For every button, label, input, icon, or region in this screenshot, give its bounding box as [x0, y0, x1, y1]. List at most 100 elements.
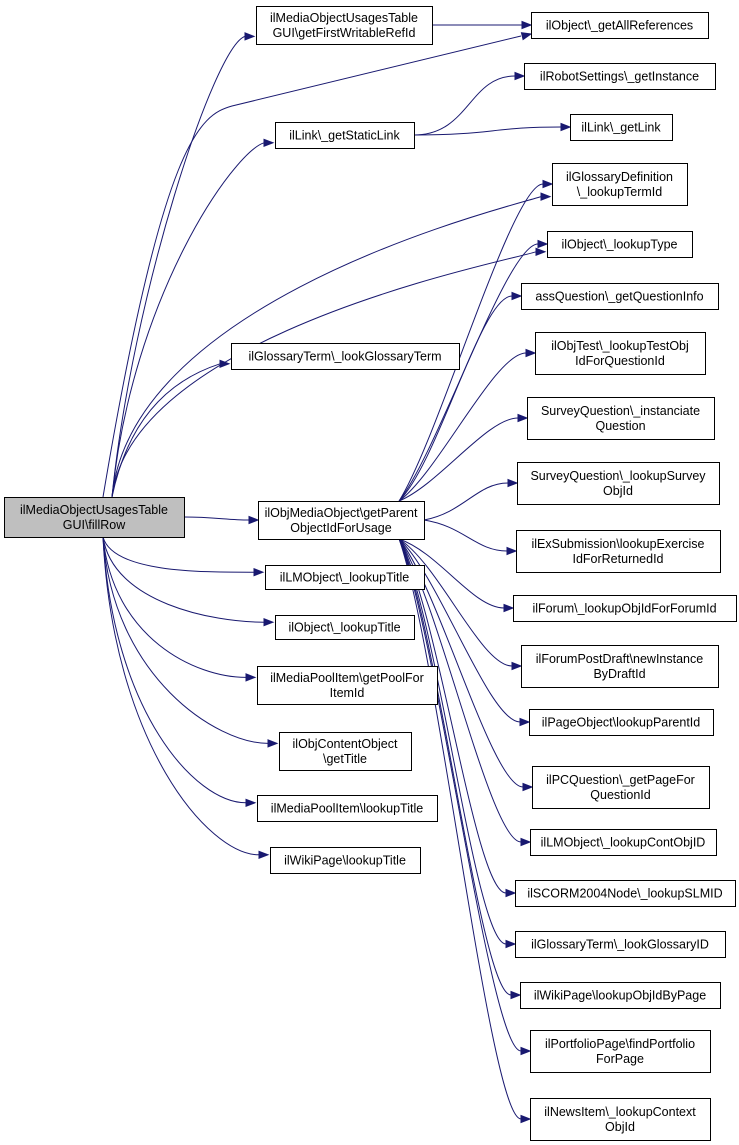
node-forum[interactable]: ilForum\_lookupObjIdForForumId [513, 595, 737, 622]
node-label: ByDraftId [593, 667, 645, 681]
edge-arrowhead [520, 837, 532, 847]
node-box[interactable] [524, 63, 716, 90]
node-label: assQuestion\_getQuestionInfo [535, 290, 703, 304]
node-box[interactable] [531, 12, 709, 39]
node-getAllRefs[interactable]: ilObject\_getAllReferences [531, 12, 709, 39]
node-exSub[interactable]: ilExSubmission\lookupExerciseIdForReturn… [516, 530, 721, 573]
edge [398, 538, 513, 667]
node-box[interactable] [530, 1030, 711, 1073]
node-box[interactable] [279, 732, 412, 771]
node-box[interactable] [270, 847, 421, 874]
node-box[interactable] [275, 122, 415, 149]
edge-arrowhead [510, 990, 522, 1000]
edge [111, 142, 265, 498]
edge [111, 35, 246, 498]
edge-arrowhead [505, 939, 517, 949]
node-box[interactable] [532, 766, 710, 809]
node-lmCont[interactable]: ilLMObject\_lookupContObjID [530, 829, 717, 856]
node-box[interactable] [231, 343, 460, 370]
node-lookupType[interactable]: ilObject\_lookupType [547, 231, 693, 258]
node-box[interactable] [521, 283, 719, 310]
node-label: ForPage [596, 1052, 644, 1066]
node-box[interactable] [515, 880, 736, 907]
node-firstWritable[interactable]: ilMediaObjectUsagesTableGUI\getFirstWrit… [256, 6, 433, 45]
node-box[interactable] [4, 497, 185, 538]
node-glossDef[interactable]: ilGlossaryDefinition\_lookupTermId [552, 163, 688, 206]
node-label: ilRobotSettings\_getInstance [540, 70, 699, 84]
edge-arrowhead [505, 888, 517, 898]
node-wikiTitle[interactable]: ilWikiPage\lookupTitle [270, 847, 421, 874]
node-label: ilObject\_getAllReferences [546, 19, 693, 33]
node-staticLink[interactable]: ilLink\_getStaticLink [275, 122, 415, 149]
node-box[interactable] [516, 530, 721, 573]
edge [111, 251, 537, 498]
node-objTitle[interactable]: ilObject\_lookupTitle [275, 615, 415, 640]
node-box[interactable] [275, 615, 415, 640]
node-box[interactable] [257, 666, 438, 705]
edge [413, 126, 562, 136]
edge-arrowhead [540, 192, 552, 201]
node-contentObj[interactable]: ilObjContentObject\getTitle [279, 732, 412, 771]
node-label: \_lookupTermId [577, 185, 663, 199]
node-assQ[interactable]: assQuestion\_getQuestionInfo [521, 283, 719, 310]
node-box[interactable] [530, 1098, 711, 1141]
node-box[interactable] [530, 829, 717, 856]
node-pageParent[interactable]: ilPageObject\lookupParentId [529, 709, 714, 736]
node-poolTitle[interactable]: ilMediaPoolItem\lookupTitle [257, 795, 438, 822]
node-getLink[interactable]: ilLink\_getLink [570, 114, 673, 141]
node-box[interactable] [521, 645, 719, 688]
edge [413, 75, 516, 136]
node-box[interactable] [535, 332, 706, 375]
edge-arrowhead [522, 782, 534, 792]
node-box[interactable] [547, 231, 693, 258]
edge-arrowhead [244, 32, 256, 41]
edge [183, 516, 250, 521]
edge-arrowhead [503, 603, 515, 613]
node-label: ilMediaPoolItem\lookupTitle [271, 802, 423, 816]
node-label: ilPCQuestion\_getPageFor [546, 773, 695, 787]
node-label: ilWikiPage\lookupTitle [284, 854, 406, 868]
node-box[interactable] [520, 982, 721, 1009]
edge [102, 536, 260, 856]
node-box[interactable] [258, 501, 425, 540]
edge-arrowhead [535, 247, 547, 257]
node-wikiObj[interactable]: ilWikiPage\lookupObjIdByPage [520, 982, 721, 1009]
node-label: ObjId [605, 1120, 635, 1134]
node-box[interactable] [257, 795, 438, 822]
node-box[interactable] [515, 931, 726, 958]
node-box[interactable] [513, 595, 737, 622]
edge [398, 183, 544, 502]
node-glossTerm[interactable]: ilGlossaryTerm\_lookGlossaryTerm [231, 343, 460, 370]
edge-arrowhead [245, 798, 257, 808]
node-box[interactable] [256, 6, 433, 45]
node-glossId[interactable]: ilGlossaryTerm\_lookGlossaryID [515, 931, 726, 958]
node-lmTitle[interactable]: ilLMObject\_lookupTitle [265, 565, 425, 590]
node-label: IdForReturnedId [572, 552, 663, 566]
node-label: ilGlossaryDefinition [566, 170, 673, 184]
edge-arrowhead [511, 291, 523, 301]
node-box[interactable] [552, 163, 688, 206]
edge [398, 538, 522, 1052]
node-label: ilForumPostDraft\newInstance [536, 652, 703, 666]
node-robot[interactable]: ilRobotSettings\_getInstance [524, 63, 716, 90]
node-box[interactable] [517, 462, 720, 505]
node-box[interactable] [570, 114, 673, 141]
node-label: ilObjContentObject [293, 737, 398, 751]
node-label: GUI\fillRow [63, 518, 126, 532]
node-box[interactable] [529, 709, 714, 736]
node-box[interactable] [527, 397, 715, 440]
node-box[interactable] [265, 565, 425, 590]
node-parentObj[interactable]: ilObjMediaObject\getParentObjectIdForUsa… [258, 501, 425, 540]
node-label: ilGlossaryTerm\_lookGlossaryTerm [248, 350, 441, 364]
node-scorm[interactable]: ilSCORM2004Node\_lookupSLMID [515, 880, 736, 907]
